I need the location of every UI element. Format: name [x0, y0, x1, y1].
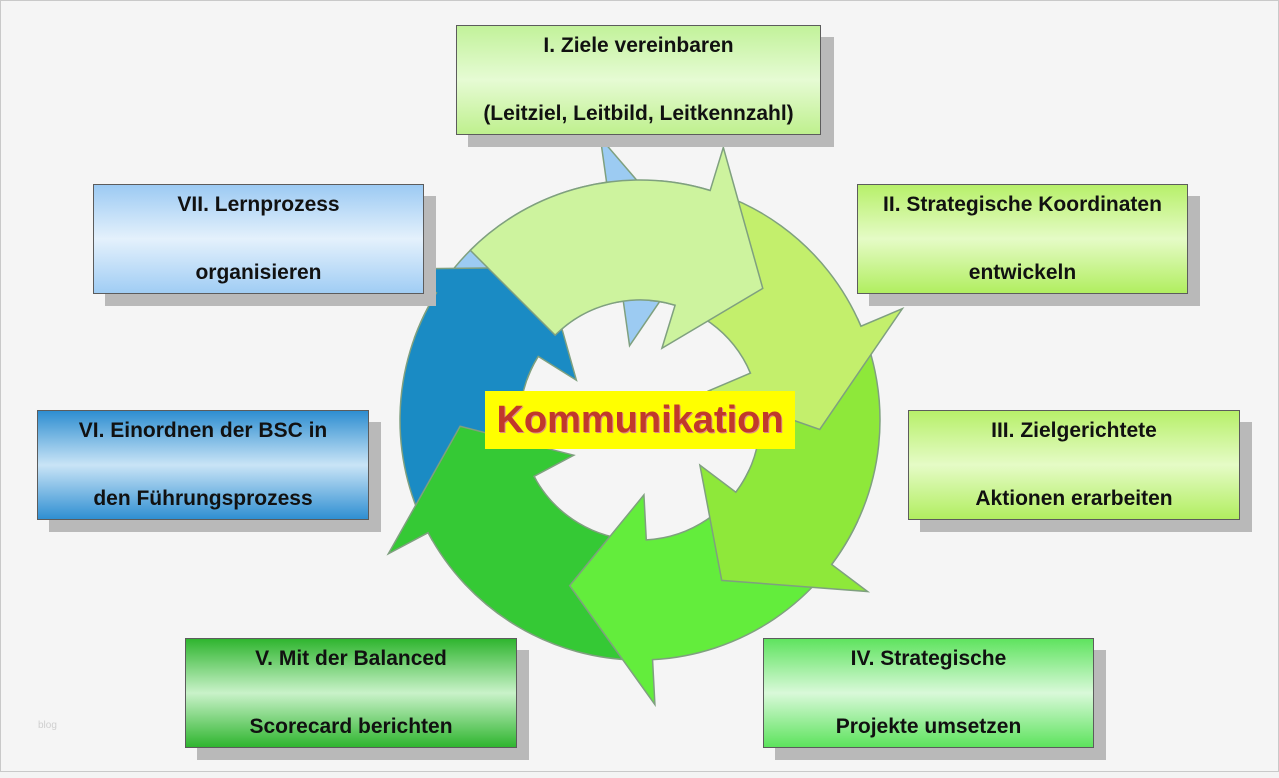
cycle-arrow-1 — [469, 144, 764, 350]
step-4-box: IV. Strategische Projekte umsetzen — [763, 638, 1094, 748]
step-6-line2: den Führungsprozess — [93, 487, 313, 510]
step-1-line2: (Leitziel, Leitbild, Leitkennzahl) — [483, 102, 794, 125]
center-label: Kommunikation — [485, 391, 795, 449]
step-3-box: III. Zielgerichtete Aktionen erarbeiten — [908, 410, 1240, 520]
step-3-line1: III. Zielgerichtete — [991, 419, 1157, 442]
step-4-line1: IV. Strategische — [850, 647, 1007, 670]
step-2-line2: entwickeln — [968, 261, 1077, 284]
step-4-line2: Projekte umsetzen — [835, 715, 1022, 738]
step-6-line1: VI. Einordnen der BSC in — [78, 419, 328, 442]
step-5-line1: V. Mit der Balanced — [255, 647, 447, 670]
step-3-line2: Aktionen erarbeiten — [975, 487, 1173, 510]
step-5-line2: Scorecard berichten — [249, 715, 453, 738]
step-2-box: II. Strategische Koordinaten entwickeln — [857, 184, 1188, 294]
step-2-line1: II. Strategische Koordinaten — [883, 193, 1162, 216]
step-1-line1: I. Ziele vereinbaren — [543, 34, 734, 57]
step-7-box: VII. Lernprozess organisieren — [93, 184, 424, 294]
watermark: blog — [38, 720, 57, 731]
cycle-arrow-5 — [386, 425, 641, 661]
step-1-box: I. Ziele vereinbaren (Leitziel, Leitbild… — [456, 25, 821, 135]
step-6-box: VI. Einordnen der BSC in den Führungspro… — [37, 410, 369, 520]
step-7-line1: VII. Lernprozess — [177, 193, 340, 216]
step-5-box: V. Mit der Balanced Scorecard berichten — [185, 638, 517, 748]
step-7-line2: organisieren — [195, 261, 322, 284]
